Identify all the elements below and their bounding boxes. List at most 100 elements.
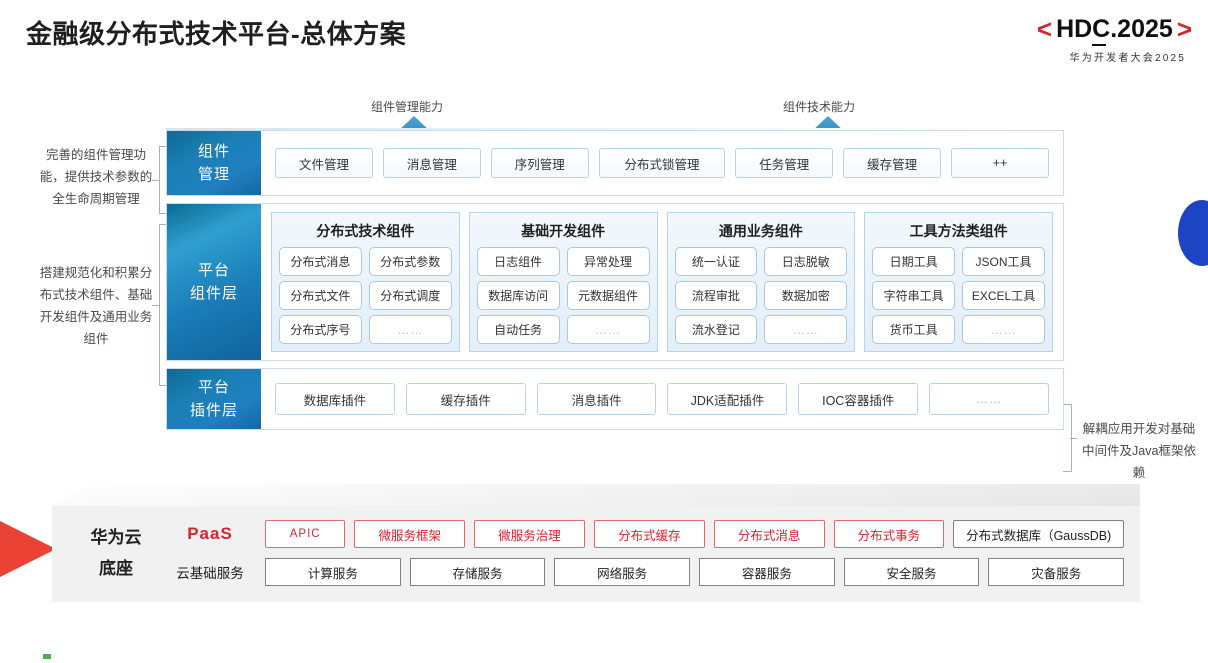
cell-item[interactable]: 字符串工具 <box>872 281 956 310</box>
base-top-bevel <box>52 484 1140 506</box>
blue-circle-decoration <box>1178 200 1208 266</box>
pill-distributed-message[interactable]: 分布式消息 <box>713 520 825 548</box>
group-grid: 统一认证 日志脱敏 流程审批 数据加密 流水登记 …… <box>674 247 848 344</box>
cell-item[interactable]: EXCEL工具 <box>962 281 1045 310</box>
service-disaster-recovery[interactable]: 灾备服务 <box>988 558 1125 586</box>
cell-item-more[interactable]: …… <box>566 315 650 344</box>
left-note-component-management: 完善的组件管理功能，提供技术参数的全生命周期管理 <box>39 148 153 206</box>
huawei-cloud-base: 华为云 底座 PaaS APIC 微服务框架 微服务治理 分布式缓存 分布式消息… <box>52 484 1140 602</box>
cell-item[interactable]: 分布式消息 <box>279 247 362 276</box>
group-grid: 分布式消息 分布式参数 分布式文件 分布式调度 分布式序号 …… <box>279 247 452 344</box>
hdc-logo-main: < HDC.2025 > <box>932 14 1192 46</box>
bracket-tick-left-top <box>152 180 159 182</box>
group-basic-development-components: 基础开发组件 日志组件 异常处理 数据库访问 元数据组件 自动任务 …… <box>468 212 658 352</box>
layer-label-line2: 管理 <box>197 166 230 183</box>
chip-task-management[interactable]: 任务管理 <box>735 148 834 178</box>
pill-distributed-transaction[interactable]: 分布式事务 <box>833 520 945 548</box>
cell-item[interactable]: 流程审批 <box>674 281 758 310</box>
cell-item[interactable]: 日志组件 <box>476 247 560 276</box>
group-utility-method-components: 工具方法类组件 日期工具 JSON工具 字符串工具 EXCEL工具 货币工具 …… <box>864 212 1053 352</box>
group-title: 通用业务组件 <box>718 223 803 239</box>
group-title: 分布式技术组件 <box>316 223 415 239</box>
group-distributed-tech-components: 分布式技术组件 分布式消息 分布式参数 分布式文件 分布式调度 分布式序号 …… <box>271 212 460 352</box>
base-title: 华为云 底座 <box>68 522 164 584</box>
cell-item[interactable]: 异常处理 <box>566 247 650 276</box>
base-body: 华为云 底座 PaaS APIC 微服务框架 微服务治理 分布式缓存 分布式消息… <box>52 506 1140 602</box>
layer-label-line1: 平台 <box>197 262 230 279</box>
group-common-business-components: 通用业务组件 统一认证 日志脱敏 流程审批 数据加密 流水登记 …… <box>666 212 856 352</box>
red-wedge-decoration <box>0 500 56 598</box>
cell-item[interactable]: JSON工具 <box>962 247 1045 276</box>
pill-microservice-governance[interactable]: 微服务治理 <box>474 520 585 548</box>
chip-more[interactable]: …… <box>929 383 1049 415</box>
chip-message-plugin[interactable]: 消息插件 <box>536 383 657 415</box>
chip-cache-management[interactable]: 缓存管理 <box>843 148 942 178</box>
chip-distributed-lock-management[interactable]: 分布式锁管理 <box>598 148 726 178</box>
cell-item[interactable]: 数据加密 <box>764 281 848 310</box>
right-angle-bracket-icon: > <box>1176 14 1192 44</box>
layer-body-platform-component: 分布式技术组件 分布式消息 分布式参数 分布式文件 分布式调度 分布式序号 ……… <box>261 204 1063 360</box>
chip-cache-plugin[interactable]: 缓存插件 <box>405 383 526 415</box>
chip-jdk-adapter-plugin[interactable]: JDK适配插件 <box>667 383 788 415</box>
layer-label-line2: 插件层 <box>189 402 238 419</box>
service-network[interactable]: 网络服务 <box>554 558 691 586</box>
cell-item[interactable]: 分布式文件 <box>279 281 362 310</box>
paas-label: PaaS <box>187 524 233 543</box>
left-angle-bracket-icon: < <box>1036 14 1053 44</box>
cell-item[interactable]: 日期工具 <box>872 247 956 276</box>
cell-item-more[interactable]: …… <box>368 315 452 344</box>
chip-file-management[interactable]: 文件管理 <box>275 148 373 178</box>
cell-item[interactable]: 数据库访问 <box>476 281 560 310</box>
service-compute[interactable]: 计算服务 <box>265 558 401 586</box>
group-grid: 日志组件 异常处理 数据库访问 元数据组件 自动任务 …… <box>476 247 650 344</box>
service-container[interactable]: 容器服务 <box>699 558 835 586</box>
service-security[interactable]: 安全服务 <box>843 558 980 586</box>
chip-message-management[interactable]: 消息管理 <box>382 148 481 178</box>
layer-platform-component: 平台 组件层 分布式技术组件 分布式消息 分布式参数 分布式文件 分布式调度 分… <box>166 203 1064 361</box>
green-marker-decoration <box>43 654 51 659</box>
layer-label-component-management: 组件 管理 <box>167 131 261 195</box>
hdc-logo-subtitle: 华为开发者大会2025 <box>1069 53 1186 64</box>
layer-platform-plugin: 平台 插件层 数据库插件 缓存插件 消息插件 JDK适配插件 IOC容器插件 …… <box>166 368 1064 430</box>
layer-label-platform-plugin: 平台 插件层 <box>167 369 261 429</box>
cell-item[interactable]: 货币工具 <box>872 315 956 344</box>
hdc-logo-text: HDC.2025 <box>1056 15 1173 46</box>
pill-microservice-framework[interactable]: 微服务框架 <box>354 520 466 548</box>
architecture-stack: 组件 管理 文件管理 消息管理 序列管理 分布式锁管理 任务管理 缓存管理 ++… <box>166 130 1064 437</box>
pill-distributed-cache[interactable]: 分布式缓存 <box>593 520 705 548</box>
hdc-logo-label: HDC.2025 <box>1056 15 1173 43</box>
pill-apic[interactable]: APIC <box>265 520 346 548</box>
layer-label-platform-component: 平台 组件层 <box>167 204 261 360</box>
cell-item-more[interactable]: …… <box>764 315 848 344</box>
cloud-services-label: 云基础服务 <box>176 566 244 581</box>
cell-item-more[interactable]: …… <box>962 315 1045 344</box>
chip-more[interactable]: ++ <box>951 148 1049 178</box>
chip-ioc-container-plugin[interactable]: IOC容器插件 <box>798 383 919 415</box>
cell-item[interactable]: 分布式序号 <box>279 315 362 344</box>
cell-item[interactable]: 自动任务 <box>476 315 560 344</box>
base-rows: PaaS APIC 微服务框架 微服务治理 分布式缓存 分布式消息 分布式事务 … <box>164 520 1125 586</box>
cell-item[interactable]: 流水登记 <box>674 315 758 344</box>
chip-database-plugin[interactable]: 数据库插件 <box>275 383 395 415</box>
cell-item[interactable]: 分布式调度 <box>368 281 452 310</box>
arrow-label-component-technology: 组件技术能力 <box>783 100 856 114</box>
cell-item[interactable]: 统一认证 <box>674 247 758 276</box>
page-title: 金融级分布式技术平台-总体方案 <box>26 19 407 49</box>
service-storage[interactable]: 存储服务 <box>409 558 546 586</box>
layer-label-line1: 组件 <box>197 143 230 160</box>
cell-item[interactable]: 元数据组件 <box>566 281 650 310</box>
cell-item[interactable]: 分布式参数 <box>368 247 452 276</box>
left-note-platform-component: 搭建规范化和积累分布式技术组件、基础开发组件及通用业务组件 <box>39 266 153 346</box>
right-note-plugin-layer: 解耦应用开发对基础中间件及Java框架依赖 <box>1082 422 1196 480</box>
layer-label-line2: 组件层 <box>189 285 238 302</box>
bracket-left-middle <box>159 224 168 386</box>
base-title-line2: 底座 <box>99 559 133 578</box>
layer-body-component-management: 文件管理 消息管理 序列管理 分布式锁管理 任务管理 缓存管理 ++ <box>261 131 1063 195</box>
pill-distributed-database-gaussdb[interactable]: 分布式数据库（GaussDB) <box>953 520 1124 548</box>
hdc-logo: < HDC.2025 > 华为开发者大会2025 <box>932 14 1192 64</box>
group-title: 基础开发组件 <box>521 223 606 239</box>
cell-item[interactable]: 日志脱敏 <box>764 247 848 276</box>
group-title: 工具方法类组件 <box>909 223 1008 239</box>
chip-sequence-management[interactable]: 序列管理 <box>490 148 589 178</box>
